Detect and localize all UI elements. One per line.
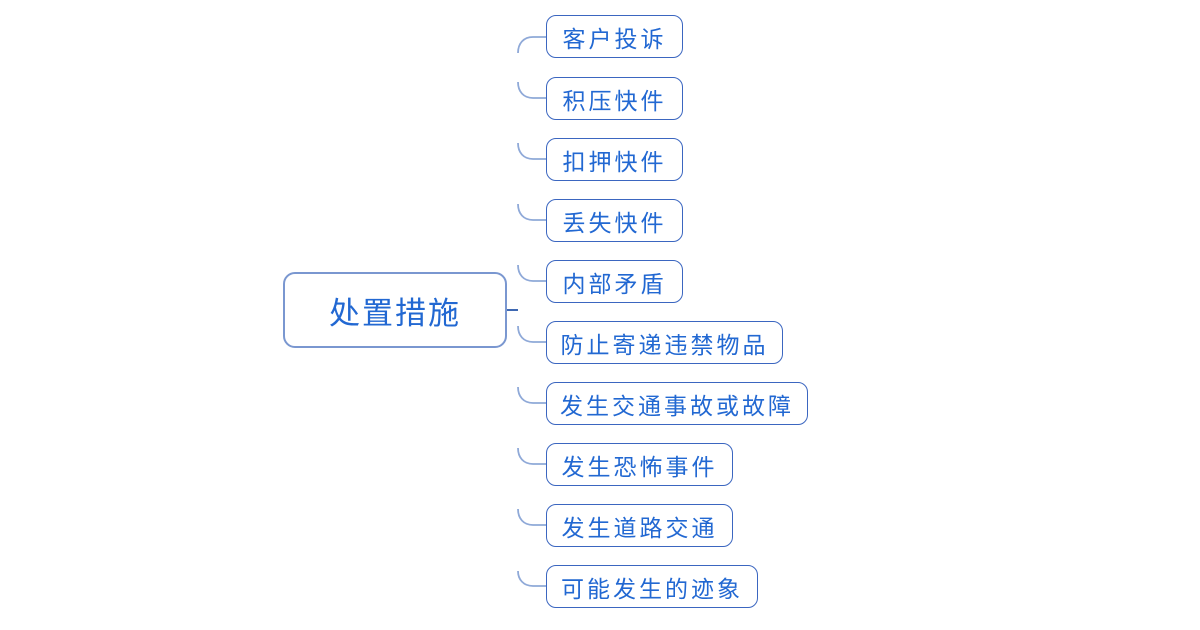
branch-node[interactable]: 内部矛盾 bbox=[546, 260, 683, 303]
branch-connector bbox=[517, 81, 546, 99]
branch-connector bbox=[517, 264, 546, 282]
branch-node-label: 丢失快件 bbox=[562, 210, 667, 236]
branch-node[interactable]: 发生道路交通 bbox=[546, 504, 733, 547]
branch-node[interactable]: 防止寄递违禁物品 bbox=[546, 321, 783, 364]
branch-node[interactable]: 可能发生的迹象 bbox=[546, 565, 758, 608]
branch-node-label: 防止寄递违禁物品 bbox=[560, 332, 769, 358]
branch-node-label: 客户投诉 bbox=[562, 26, 667, 52]
branch-connector bbox=[517, 447, 546, 465]
branch-node-label: 发生交通事故或故障 bbox=[560, 393, 794, 419]
branch-node[interactable]: 扣押快件 bbox=[546, 138, 683, 181]
branch-connector bbox=[517, 570, 546, 587]
branch-node-label: 可能发生的迹象 bbox=[561, 576, 743, 602]
branch-node-label: 内部矛盾 bbox=[562, 271, 667, 297]
branch-connector bbox=[517, 203, 546, 221]
root-node-label: 处置措施 bbox=[329, 295, 461, 331]
branch-node[interactable]: 发生恐怖事件 bbox=[546, 443, 733, 486]
branch-connector bbox=[517, 325, 546, 343]
branch-node[interactable]: 积压快件 bbox=[546, 77, 683, 120]
branch-node[interactable]: 客户投诉 bbox=[546, 15, 683, 58]
branch-node-label: 发生恐怖事件 bbox=[561, 454, 718, 480]
mindmap-root-node[interactable]: 处置措施 bbox=[283, 272, 507, 348]
branch-node-label: 扣押快件 bbox=[562, 149, 667, 175]
branch-connector bbox=[517, 142, 546, 160]
branch-node[interactable]: 丢失快件 bbox=[546, 199, 683, 242]
branch-connector bbox=[517, 36, 546, 54]
branch-node[interactable]: 发生交通事故或故障 bbox=[546, 382, 808, 425]
branch-node-label: 发生道路交通 bbox=[561, 515, 718, 541]
branch-node-label: 积压快件 bbox=[562, 88, 667, 114]
branch-connector bbox=[517, 508, 546, 526]
branch-connector bbox=[517, 386, 546, 404]
